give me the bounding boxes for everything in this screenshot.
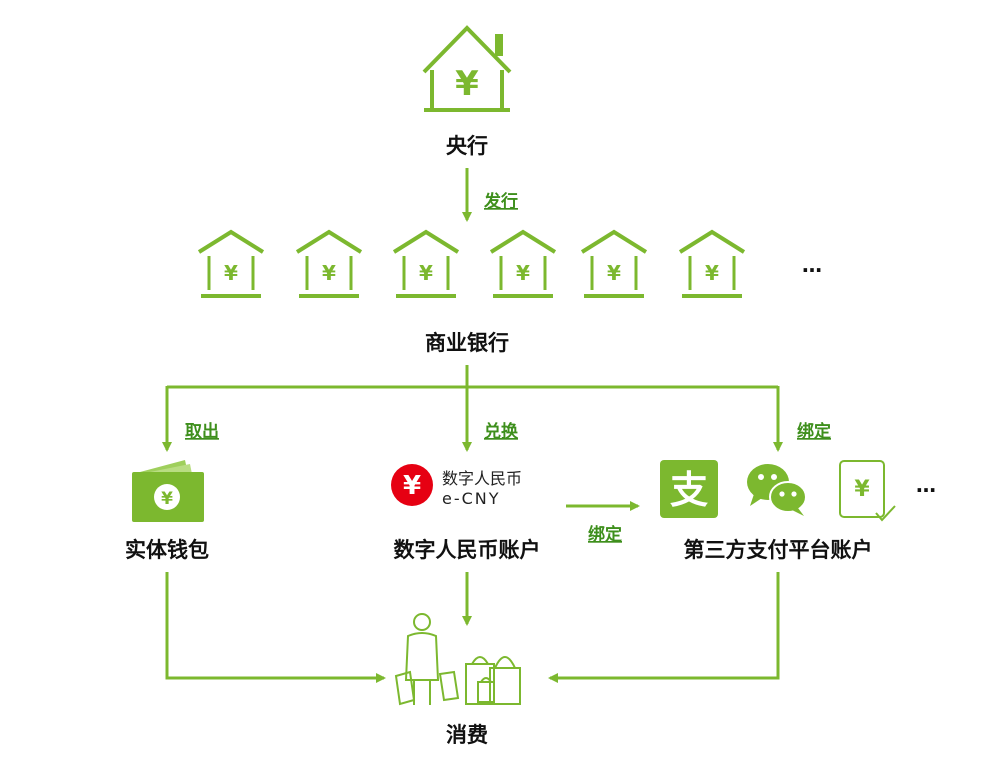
- bind-label-middle: 绑定: [588, 524, 622, 545]
- consumption-label: 消费: [446, 723, 488, 747]
- commercial-bank-icon: [394, 232, 458, 296]
- withdraw-label: 取出: [185, 421, 219, 442]
- bank-ellipsis: …: [802, 253, 822, 277]
- svg-text:¥: ¥: [455, 64, 479, 104]
- central-bank-icon: ¥: [424, 28, 510, 110]
- wechat-pay-icon: [747, 464, 806, 516]
- digital-rmb-account-label: 数字人民币账户: [394, 538, 541, 562]
- third-party-account-label: 第三方支付平台账户: [684, 538, 873, 562]
- shopping-bags-icon: [466, 657, 520, 704]
- ecny-logo-cn: 数字人民币: [442, 469, 522, 488]
- commercial-bank-icon: [680, 232, 744, 296]
- third-party-ellipsis: …: [916, 473, 936, 497]
- svg-text:支: 支: [670, 468, 708, 512]
- svg-text:¥: ¥: [854, 477, 870, 502]
- ecny-logo-en: e-CNY: [442, 489, 501, 508]
- commercial-bank-icon: [582, 232, 646, 296]
- issue-label: 发行: [483, 191, 518, 212]
- bind-label-right: 绑定: [797, 421, 831, 442]
- branch-connectors: [167, 365, 778, 450]
- svg-text:¥: ¥: [161, 489, 173, 509]
- shopper-icon: [396, 614, 458, 705]
- commercial-banks-label: 商业银行: [425, 331, 509, 355]
- ecny-logo: ¥ 数字人民币 e-CNY: [391, 464, 522, 508]
- central-bank-label: 央行: [446, 134, 488, 158]
- commercial-bank-icon: [199, 232, 263, 296]
- physical-wallet-label: 实体钱包: [125, 538, 209, 562]
- wallet-icon: ¥: [132, 460, 204, 522]
- commercial-bank-icon: [491, 232, 555, 296]
- yuan-receipt-icon: ¥: [840, 461, 895, 520]
- alipay-icon: 支: [660, 460, 718, 518]
- svg-text:¥: ¥: [403, 471, 421, 501]
- commercial-bank-icon: [297, 232, 361, 296]
- exchange-label: 兑换: [484, 421, 519, 442]
